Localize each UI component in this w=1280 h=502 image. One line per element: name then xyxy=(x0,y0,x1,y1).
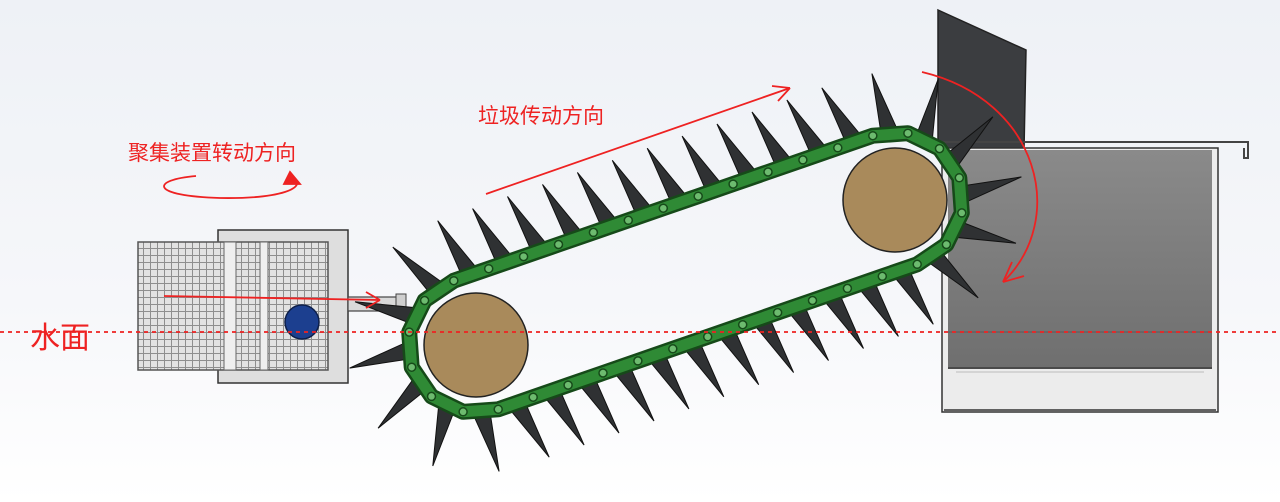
motor xyxy=(284,304,320,340)
chain-pin xyxy=(941,239,952,250)
chain-pin xyxy=(563,380,573,390)
chain-pin xyxy=(458,407,468,417)
chain-pin xyxy=(868,130,878,141)
chain-pin xyxy=(842,283,853,294)
chain-conveyor xyxy=(349,73,1022,472)
chain-pin xyxy=(483,263,494,274)
chain-pin xyxy=(798,155,808,165)
chain-pin xyxy=(518,251,529,262)
aggregation-device xyxy=(137,229,407,384)
chain-pin xyxy=(737,319,748,330)
trash-transport-label: 垃圾传动方向 xyxy=(478,104,604,128)
aggregation-rotation-label: 聚集装置转动方向 xyxy=(128,141,296,165)
collection-bin xyxy=(937,8,1249,413)
chain-pin xyxy=(449,275,459,286)
water-surface-label: 水面 xyxy=(30,321,90,356)
chain-pin xyxy=(493,404,503,415)
conveyor-tooth xyxy=(871,73,901,136)
chain-pin xyxy=(406,362,417,372)
lower-roller xyxy=(423,292,529,398)
chain-pin xyxy=(598,368,608,378)
chain-pin xyxy=(668,344,678,354)
chain-pin xyxy=(728,179,738,189)
chain-pin xyxy=(957,208,967,218)
chain-pin xyxy=(528,392,538,402)
chain-pin xyxy=(954,173,965,183)
chain-pin xyxy=(419,295,430,306)
chain-pin xyxy=(633,356,643,366)
bin-top-rail xyxy=(938,141,1249,159)
chain-pin xyxy=(807,295,818,306)
chain-pin xyxy=(426,391,437,402)
conveyor-tooth xyxy=(470,409,500,472)
upper-roller xyxy=(842,147,948,253)
chain-pin xyxy=(702,332,713,342)
chain-pin xyxy=(693,191,703,201)
chain-pin xyxy=(553,239,564,250)
conveyor-tooth xyxy=(349,339,412,369)
chain-pin xyxy=(833,143,843,153)
collector-flow-arrow xyxy=(163,291,381,309)
chain-pin xyxy=(588,227,599,238)
chain-pin xyxy=(623,215,634,226)
curved-arrow-icon xyxy=(921,71,1039,283)
chain-pin xyxy=(772,307,783,318)
direction-arrow-icon xyxy=(485,85,791,195)
chain-pin xyxy=(877,271,888,282)
chain-pin xyxy=(903,128,913,138)
chain-pin xyxy=(763,167,773,177)
chain-pin xyxy=(912,259,922,270)
rotation-arrow-icon xyxy=(163,170,302,199)
chain-pin xyxy=(658,203,669,213)
chain-pin xyxy=(934,143,945,154)
